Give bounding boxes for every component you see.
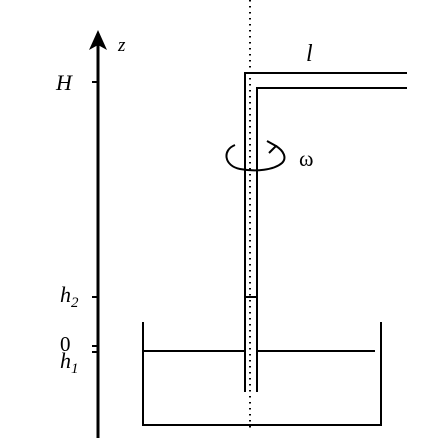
rotation-arrowhead	[266, 140, 278, 154]
tick-label-zero: 0	[60, 332, 71, 356]
tick-label-h1: h1	[60, 348, 79, 377]
tick-label-H: H	[55, 70, 73, 95]
vessel-walls	[142, 322, 382, 426]
tick-label-h2: h2	[60, 282, 79, 311]
z-axis-arrowhead	[89, 30, 107, 50]
tick-label-h2-sub: 2	[71, 295, 79, 311]
tube-inner-wall	[256, 87, 407, 392]
tick-label-h1-sub: 1	[71, 361, 79, 377]
vessel	[142, 322, 382, 426]
omega-label: ω	[299, 146, 313, 171]
z-axis-name: z	[117, 35, 126, 56]
axis-ticks: H h2 0 h1	[55, 70, 98, 377]
tube-length-label: l	[306, 41, 313, 67]
rotation-indicator: ω	[225, 140, 313, 172]
l-tube: l	[244, 41, 407, 392]
rotation-arc	[225, 144, 286, 172]
z-axis: z	[89, 30, 126, 438]
tube-outer-wall	[244, 72, 407, 392]
